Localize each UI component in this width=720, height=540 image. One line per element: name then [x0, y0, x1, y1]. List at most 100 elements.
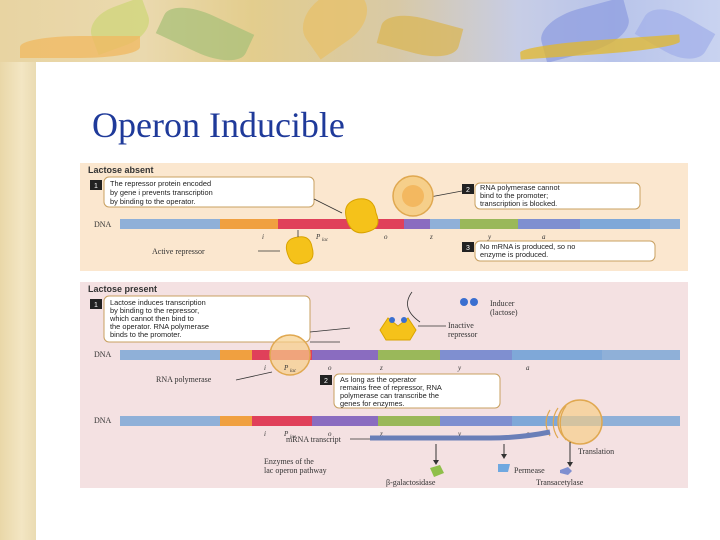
dna-segment	[602, 350, 680, 360]
step3-number: 3	[466, 245, 470, 252]
dna-label: DNA	[94, 220, 112, 229]
lactose-absent-panel: Lactose absent 1 The repressor protein e…	[80, 163, 688, 271]
gene-z	[378, 416, 440, 426]
enzyme-name-permease: Permease	[514, 466, 545, 475]
gene-a	[512, 350, 602, 360]
enzyme-name-beta-galactosidase: β-galactosidase	[386, 478, 436, 487]
gene-label-y: y	[457, 430, 462, 438]
leaf-shape	[20, 36, 140, 58]
step1-line-1: The repressor protein encoded	[110, 179, 211, 188]
gene-label-p-sub: lac	[290, 369, 297, 374]
lactose-present-panel: Lactose present 1 Lactose induces transc…	[80, 282, 688, 488]
gene-label-z: z	[379, 364, 383, 372]
panel-heading: Lactose absent	[88, 165, 154, 175]
rna-polymerase-pointer	[235, 371, 273, 381]
enzymes-label-2: lac operon pathway	[264, 466, 327, 475]
inducer-binding-arrow	[407, 291, 421, 323]
rna-polymerase	[269, 334, 311, 376]
slide-title: Operon Inducible	[92, 105, 345, 145]
step1-line-5: binds to the promoter.	[110, 330, 182, 339]
step1-pointer	[313, 198, 343, 214]
promoter-plac	[252, 416, 312, 426]
step3-line-2: enzyme is produced.	[480, 250, 548, 259]
step2-line-3: transcription is blocked.	[480, 199, 557, 208]
gene-label-y: y	[487, 233, 492, 241]
inducer-molecule	[470, 298, 478, 306]
rna-polymerase-transcribing	[557, 399, 603, 445]
step1-line-1: Lactose induces transcription	[110, 298, 206, 307]
gene-label-p-sub: lac	[322, 238, 329, 243]
operator	[312, 416, 338, 426]
inducer-label-1: Inducer	[490, 299, 515, 308]
leaf-shape	[634, 0, 716, 62]
step2-line-3: polymerase can transcribe the	[340, 391, 439, 400]
leaf-shape	[291, 0, 379, 60]
dna-label-2: DNA	[94, 416, 112, 425]
enzymes-label-1: Enzymes of the	[264, 457, 314, 466]
step1-line-4: the operator. RNA polymerase	[110, 322, 209, 331]
dna-segment	[602, 416, 680, 426]
step2-line-1: RNA polymerase cannot	[480, 183, 560, 192]
step2-pointer	[429, 190, 463, 198]
step1-callout	[103, 295, 311, 343]
gene-i	[220, 350, 252, 360]
rna-polymerase-label: RNA polymerase	[156, 375, 212, 384]
operator-extended	[338, 350, 378, 360]
operator	[404, 219, 430, 229]
ribosome-arc	[559, 405, 567, 441]
mrna-label: mRNA transcript	[286, 435, 342, 444]
translation-arrowhead	[501, 454, 507, 459]
step2-number: 2	[324, 378, 328, 385]
dna-segment	[650, 219, 680, 229]
step2-callout	[474, 182, 641, 210]
step2-badge	[320, 375, 332, 385]
step1-line-3: which cannot then bind to	[109, 314, 194, 323]
step3-line-1: No mRNA is produced, so no	[480, 242, 575, 251]
rna-polymerase-core	[402, 185, 424, 207]
step1-number: 1	[94, 302, 98, 309]
step2-line-1: As long as the operator	[340, 375, 417, 384]
gene-label-o: o	[328, 364, 332, 372]
step1-badge	[90, 299, 102, 309]
gene-y	[440, 350, 512, 360]
inactive-repressor-label-2: repressor	[448, 330, 478, 339]
step2-badge	[462, 184, 474, 194]
decorative-header-band	[0, 0, 720, 62]
parchment-strip	[0, 0, 36, 540]
gene-label-o: o	[384, 233, 388, 241]
step2-line-4: genes for enzymes.	[340, 399, 405, 408]
permease-enzyme	[498, 464, 510, 472]
gene-label-z: z	[429, 233, 433, 241]
operator	[312, 350, 338, 360]
inducer-molecule	[460, 298, 468, 306]
inactive-repressor	[379, 317, 417, 341]
gene-i	[220, 219, 278, 229]
dna-segment	[120, 416, 220, 426]
gene-label-p: P	[315, 233, 321, 241]
gene-label-i: i	[262, 233, 264, 241]
dna-segment	[120, 219, 220, 229]
gene-label-p: P	[283, 430, 289, 438]
ribosome-arc	[552, 407, 559, 439]
operator-extended	[338, 416, 378, 426]
gene-label-i: i	[264, 430, 266, 438]
step3-callout	[474, 240, 656, 262]
gene-z	[378, 350, 440, 360]
step1-number: 1	[94, 183, 98, 190]
translation-label: Translation	[578, 447, 614, 456]
gene-label-i: i	[264, 364, 266, 372]
step2-line-2: bind to the promoter;	[480, 191, 548, 200]
gene-label-a: a	[526, 364, 530, 372]
beta-galactosidase-enzyme	[430, 465, 444, 477]
step1-callout	[103, 176, 315, 208]
leaf-shape	[376, 8, 464, 62]
bound-inducer	[389, 317, 395, 323]
gene-label-z: z	[379, 430, 383, 438]
translation-arrowhead	[567, 462, 573, 467]
gene-i	[220, 416, 252, 426]
mrna-strand	[370, 429, 551, 441]
active-repressor-label: Active repressor	[152, 247, 205, 256]
gene-y	[440, 416, 512, 426]
gene-label-a: a	[542, 233, 546, 241]
panel-heading: Lactose present	[88, 284, 157, 294]
